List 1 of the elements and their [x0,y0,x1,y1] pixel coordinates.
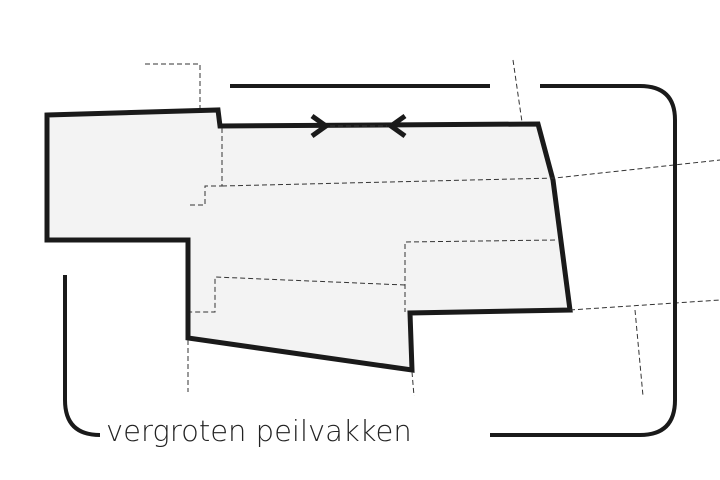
caption-text: vergroten peilvakken [106,414,412,448]
